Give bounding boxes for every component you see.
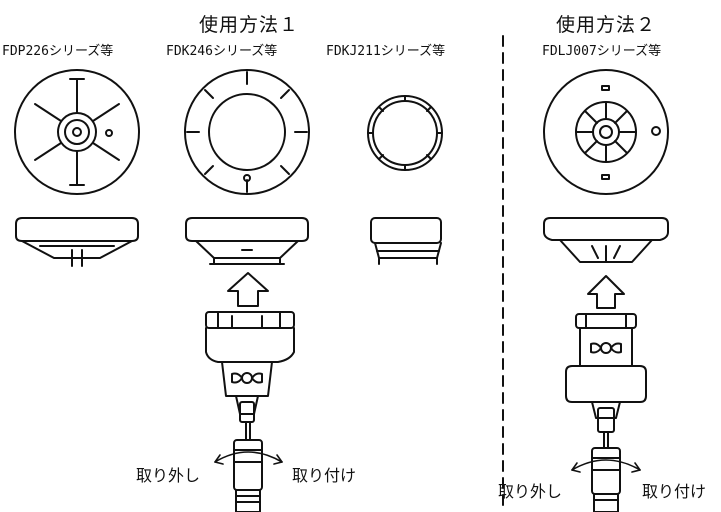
- insert-arrow-usage1: [227, 272, 269, 307]
- detector-fdk246-top-view: [184, 69, 310, 195]
- detector-fdp226-side-view: [15, 217, 139, 267]
- model-label-fdkj211: FDKJ211シリーズ等: [326, 44, 446, 59]
- removal-tool-usage1: [205, 311, 295, 512]
- detector-fdlj007-top-view: [543, 69, 669, 195]
- remove-label-usage2: 取り外し: [498, 482, 563, 501]
- model-label-fdlj007: FDLJ007シリーズ等: [542, 44, 662, 59]
- detector-fdlj007-side-view: [543, 217, 669, 263]
- removal-tool-usage2: [565, 313, 647, 512]
- detector-fdkj211-top-view: [367, 95, 443, 171]
- model-label-fdp226: FDP226シリーズ等: [2, 44, 114, 59]
- detector-fdk246-side-view: [185, 217, 309, 265]
- usage1-heading: 使用方法１: [199, 14, 300, 36]
- detector-fdkj211-side-view: [370, 217, 442, 265]
- remove-label-usage1: 取り外し: [136, 466, 201, 485]
- detector-fdp226-top-view: [14, 69, 140, 195]
- model-label-fdk246: FDK246シリーズ等: [166, 44, 278, 59]
- attach-label-usage2: 取り付け: [642, 482, 707, 501]
- insert-arrow-usage2: [587, 275, 625, 309]
- attach-label-usage1: 取り付け: [292, 466, 357, 485]
- usage2-heading: 使用方法２: [556, 14, 657, 36]
